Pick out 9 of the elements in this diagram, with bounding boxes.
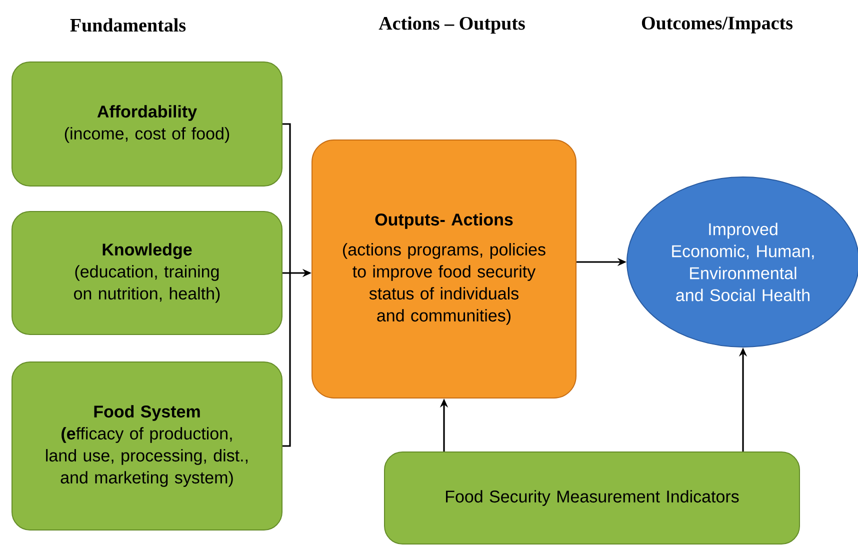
column-heading: Fundamentals	[70, 18, 186, 32]
rounded-box: Food System (efficacy of production, land use, processing, dist., and marketing system)	[12, 362, 282, 530]
column-heading: Actions – Outputs	[378, 16, 525, 34]
rounded-box: Knowledge (education, training on nutrition, health)	[12, 211, 282, 335]
rounded-box: Food Security Measurement Indicators	[384, 452, 800, 544]
rounded-box: Affordability (income, cost of food)	[12, 62, 282, 186]
column-heading: Outcomes/Impacts	[642, 16, 793, 34]
rounded-box: Outputs- Actions (actions programs, policies to improve food security status of individuals and communities)	[312, 140, 576, 398]
ellipse-node: Improved Economic, Human, Environmental and Social Health	[626, 176, 858, 348]
